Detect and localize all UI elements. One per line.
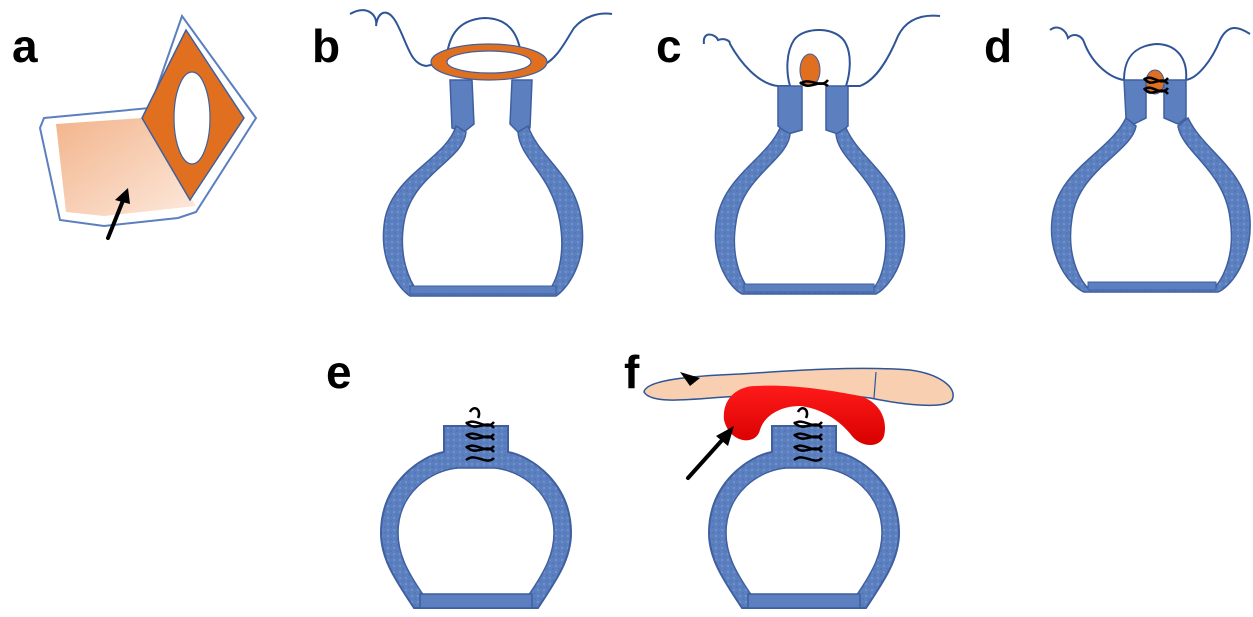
flask-base xyxy=(744,284,874,292)
neck-wall-left xyxy=(778,86,802,134)
panel-label-d: d xyxy=(984,20,1012,72)
panel-d: d xyxy=(984,20,1250,292)
closed-stump xyxy=(709,426,899,608)
tissue-line xyxy=(704,16,940,86)
flask-base xyxy=(410,286,556,294)
panel-label-b: b xyxy=(312,20,340,72)
flask-wall xyxy=(383,126,582,296)
flask-base xyxy=(1088,282,1216,290)
panel-label-e: e xyxy=(326,346,352,398)
panel-b: b xyxy=(312,10,612,296)
arrow-icon xyxy=(688,426,734,478)
panel-label-f: f xyxy=(624,346,640,398)
neck-wall-left xyxy=(1124,80,1146,124)
neck-wall-left xyxy=(450,80,474,132)
panel-c: c xyxy=(656,16,940,294)
flask-wall xyxy=(715,128,904,294)
panel-label-a: a xyxy=(12,20,38,72)
flask-wall xyxy=(1052,118,1251,292)
panel-e: e xyxy=(326,346,571,608)
ring-opening xyxy=(447,51,531,73)
panel-f: f xyxy=(624,346,953,608)
neck-wall-right xyxy=(510,80,532,132)
panel-label-c: c xyxy=(656,20,682,72)
diamond-opening xyxy=(174,72,210,164)
panel-a: a xyxy=(12,16,256,238)
closed-stump xyxy=(381,426,571,608)
neck-wall-right xyxy=(1164,80,1186,124)
neck-wall-right xyxy=(826,86,848,134)
